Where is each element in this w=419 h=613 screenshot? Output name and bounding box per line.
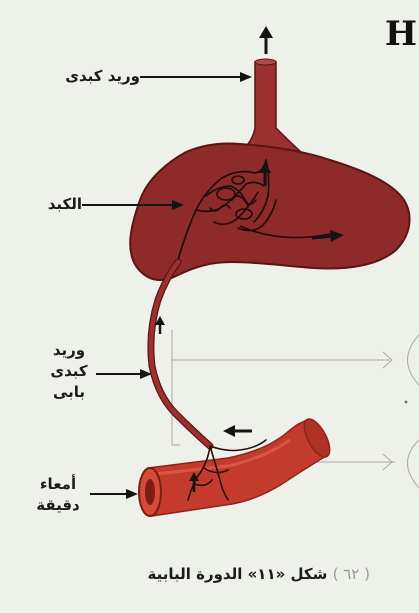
label-portal-vein-line-1: وريد [40,340,98,361]
label-liver: الكبد [20,194,82,215]
label-portal-vein-line-3: بابى [40,382,98,403]
caption-ref: ( ٦٢ ) [333,565,370,583]
label-hepatic-vein-text: وريد كبدى [30,66,140,87]
caption-text: شكل «١١» الدورة البابية [148,565,328,583]
figure-caption: ( ٦٢ ) شكل «١١» الدورة البابية [70,565,370,583]
label-portal-vein-line-2: كبدى [40,361,98,382]
arrow-up-top-icon [259,26,273,54]
arrow-left-intestine-icon [223,425,252,437]
pointer-hepatic-vein-icon [140,72,252,82]
label-hepatic-vein: وريد كبدى [30,66,140,87]
label-small-intestine: أمعاء دقيقة [26,474,90,516]
label-liver-text: الكبد [20,194,82,215]
pointer-intestine-icon [90,489,138,499]
liver-shape [130,143,409,280]
corner-letter: H [385,14,417,54]
label-small-intestine-line-1: أمعاء [26,474,90,495]
label-portal-vein: وريد كبدى بابى [40,340,98,403]
pointer-portal-vein-icon [96,369,152,379]
label-small-intestine-line-2: دقيقة [26,495,90,516]
